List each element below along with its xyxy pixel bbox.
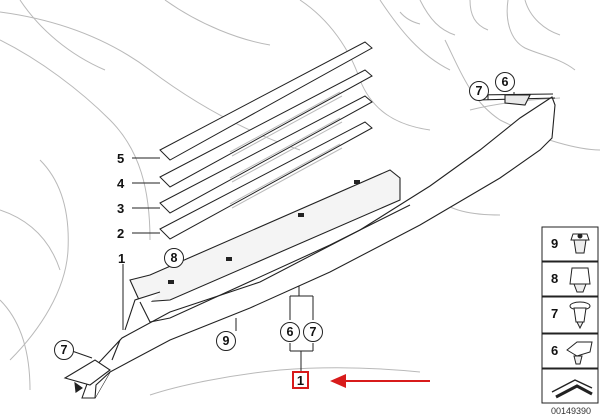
car-body-outline — [0, 0, 600, 396]
legend-row-6 — [541, 333, 599, 369]
trim-strip-4 — [159, 69, 373, 188]
callout-8: 8 — [164, 248, 184, 268]
trim-strip-5 — [159, 41, 373, 161]
expanding-rivet-icon — [569, 301, 591, 330]
callout-3: 3 — [117, 201, 125, 216]
legend-label-7: 7 — [551, 306, 559, 321]
highlighted-callout-1: 1 — [292, 371, 309, 389]
legend-row-footer — [541, 368, 599, 404]
legend-row-7 — [541, 296, 599, 334]
callout-5: 5 — [117, 151, 125, 166]
screw-clip-icon — [570, 233, 590, 254]
legend-label-9: 9 — [551, 236, 559, 251]
rocker-sill-panel — [63, 93, 556, 399]
callout-2: 2 — [117, 226, 125, 241]
legend-label-6: 6 — [551, 343, 559, 358]
callout-6-rear: 6 — [495, 72, 515, 92]
callout-7-front: 7 — [54, 340, 74, 360]
document-id: 00149390 — [551, 406, 592, 416]
highlight-arrow — [330, 374, 430, 388]
trim-strip-3 — [159, 95, 373, 214]
callout-4: 4 — [117, 176, 125, 191]
callout-7-rear: 7 — [469, 81, 489, 101]
callout-6: 6 — [280, 322, 300, 342]
legend-row-9 — [541, 226, 599, 262]
spreader-clip-icon — [566, 341, 593, 365]
leader-lines — [71, 92, 515, 371]
clip-nut-icon — [569, 267, 591, 293]
trim-strip-2 — [159, 121, 373, 240]
pictogram-icon — [551, 379, 593, 399]
callout-9: 9 — [216, 331, 236, 351]
trim-strips — [159, 41, 373, 240]
callout-1: 1 — [118, 251, 126, 266]
legend-label-8: 8 — [551, 271, 559, 286]
callout-7: 7 — [303, 322, 323, 342]
legend-row-8 — [541, 261, 599, 297]
fastener-legend — [541, 226, 599, 404]
